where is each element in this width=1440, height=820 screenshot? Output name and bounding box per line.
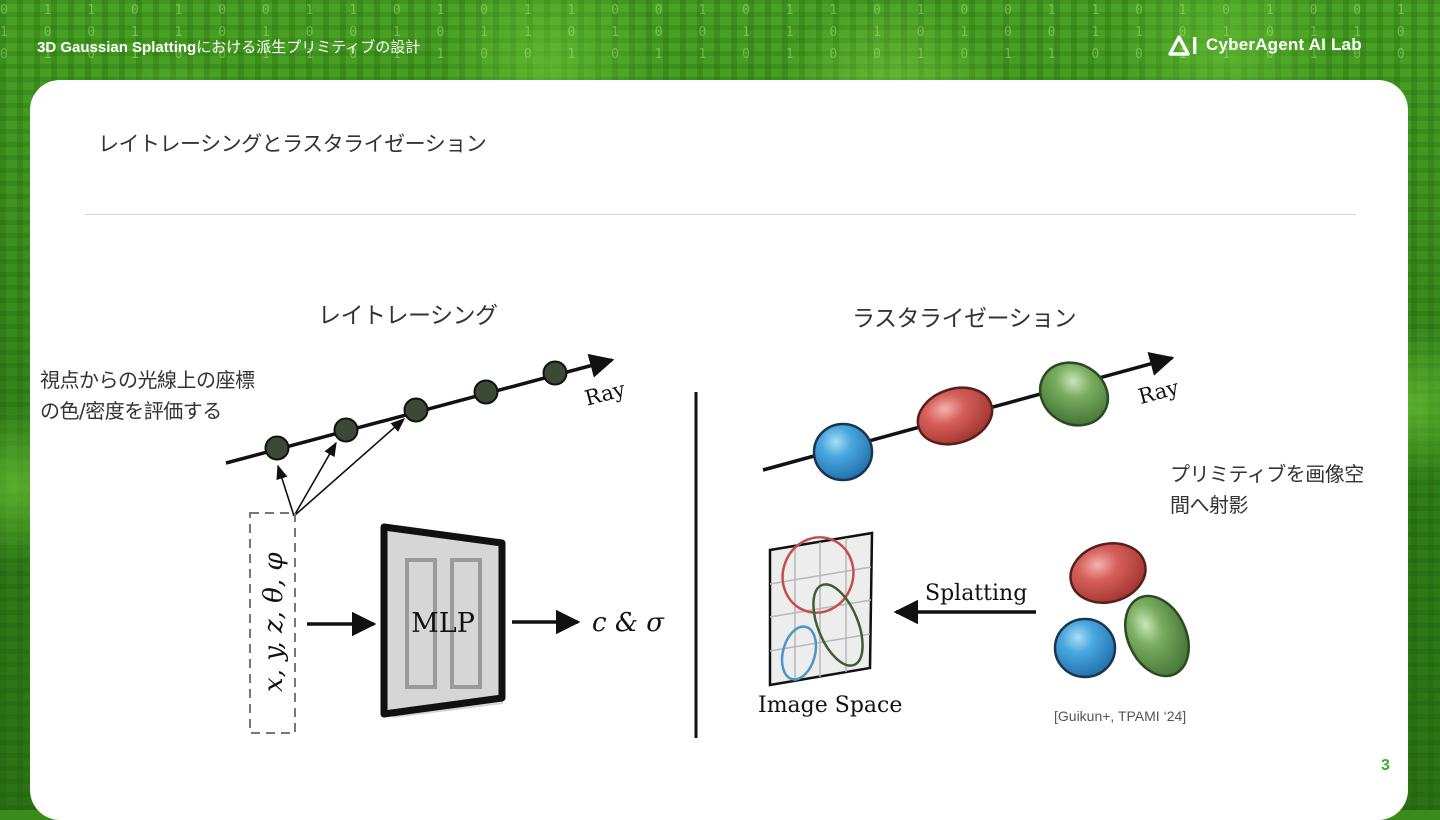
rasterization-label: ラスタライゼーション	[852, 306, 1077, 332]
slide-title: レイトレーシングとラスタライゼーション	[98, 132, 487, 156]
rasterization-note: プリミティブを画像空 間へ射影	[1170, 459, 1364, 521]
rasterization-diagram: Ray Image Space Splatting	[758, 352, 1190, 718]
mlp-block	[380, 523, 506, 718]
ray-tracing-diagram: Ray x, y, z, θ, φ MLP c & σ	[225, 353, 665, 734]
rasterization-note-line1: プリミティブを画像空	[1170, 462, 1364, 486]
red-primitive	[916, 386, 994, 446]
green-primitive	[1038, 361, 1110, 427]
green-primitive-splat	[1124, 594, 1190, 678]
sample-point-4	[473, 379, 499, 405]
citation: [Guikun+, TPAMI ‘24]	[1054, 708, 1187, 724]
page-number: 3	[1381, 757, 1390, 774]
red-primitive-splat	[1069, 542, 1147, 604]
blue-primitive	[812, 422, 874, 482]
mlp-label: MLP	[411, 608, 475, 639]
ray-label-left: Ray	[582, 377, 628, 411]
cyberagent-logo-icon	[1168, 35, 1197, 56]
sample-point-2	[333, 417, 359, 443]
image-space-grid	[768, 531, 874, 687]
mlp-layer-2	[450, 558, 482, 689]
blue-splat	[780, 625, 818, 681]
brand-name: CyberAgent AI Lab	[1206, 35, 1362, 54]
mlp-layer-1	[405, 558, 437, 689]
sample-point-1	[264, 435, 290, 461]
brand-logo: CyberAgent AI Lab	[1168, 33, 1362, 57]
splatting-label: Splatting	[925, 581, 1027, 606]
header-title-jp: における派生プリミティブの設計	[196, 39, 421, 56]
sample-point-3	[403, 397, 429, 423]
output-label: c & σ	[592, 608, 665, 638]
ray-tracing-note-line2: の色/密度を評価する	[40, 399, 222, 423]
blue-primitive-splat	[1053, 617, 1117, 679]
sample-arrow-3	[293, 418, 406, 517]
green-splat	[812, 583, 864, 667]
slide-card	[30, 80, 1408, 820]
background-digit-pattern: 0 1 1 0 1 0 0 1 1 0 1 0 1 1 0 0 1 0 1 1 …	[0, 3, 1440, 62]
input-label: x, y, z, θ, φ	[259, 552, 289, 692]
ray-tracing-note-line1: 視点からの光線上の座標	[40, 368, 255, 392]
image-space-label: Image Space	[758, 693, 902, 718]
sample-arrow-1	[276, 464, 295, 517]
red-splat	[781, 536, 855, 614]
ray-tracing-label: レイトレーシング	[318, 303, 498, 329]
rasterization-note-line2: 間へ射影	[1170, 493, 1248, 517]
header-title: 3D Gaussian Splattingにおける派生プリミティブの設計	[37, 36, 420, 57]
sample-arrow-2	[293, 441, 337, 517]
ray-label-right: Ray	[1136, 375, 1182, 409]
input-box	[249, 512, 296, 734]
title-divider	[85, 214, 1356, 215]
ray-tracing-note: 視点からの光線上の座標 の色/密度を評価する	[40, 365, 255, 427]
header-title-en: 3D Gaussian Splatting	[37, 39, 197, 56]
sample-point-5	[542, 360, 568, 386]
